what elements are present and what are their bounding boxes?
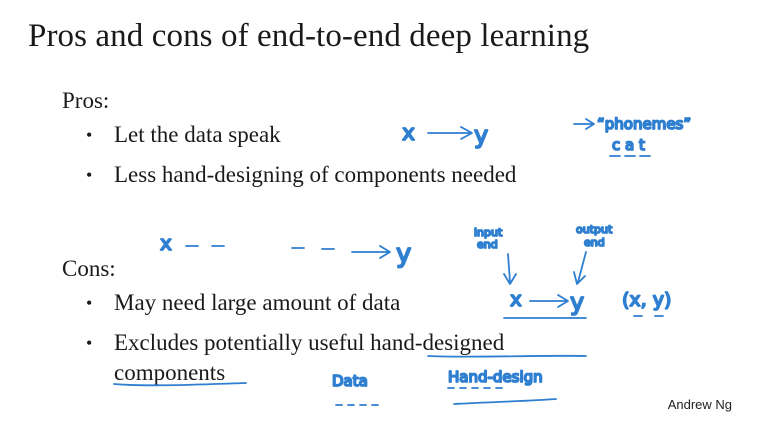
- pros-bullet-1-text: Let the data speak: [114, 122, 281, 147]
- annotation-cat: c a t: [612, 136, 645, 154]
- annotation-x-pros: x: [402, 121, 415, 146]
- pros-bullet-2-text: Less hand-designing of components needed: [114, 162, 517, 187]
- slide-title: Pros and cons of end-to-end deep learnin…: [28, 18, 590, 54]
- arrow-icon: [427, 126, 473, 140]
- pros-label: Pros:: [62, 88, 110, 113]
- arrow-icon: [529, 294, 569, 308]
- annotation-x-mid: x: [160, 231, 172, 255]
- annotation-x-cons: x: [510, 287, 522, 311]
- bullet-dot: •: [86, 165, 93, 185]
- arrow-icon: [503, 253, 517, 285]
- annotation-xy-pair: (x, y): [622, 289, 671, 311]
- annotation-y-cons: y: [570, 288, 584, 316]
- cons-bullet-2-text: Excludes potentially useful hand-designe…: [114, 330, 505, 355]
- annotation-output-label: output: [576, 223, 613, 236]
- author-credit: Andrew Ng: [667, 397, 732, 412]
- dashed-line: [185, 245, 335, 250]
- bullet-dot: •: [86, 125, 93, 145]
- annotation-input-label: input: [474, 226, 503, 239]
- cons-bullet-2-continuation: components: [114, 360, 226, 385]
- annotation-y-mid: y: [396, 239, 411, 269]
- bullet-dot: •: [86, 293, 93, 313]
- annotation-data: Data: [332, 372, 368, 390]
- arrow-icon: [573, 251, 587, 285]
- hand-design-underline: [453, 398, 557, 405]
- annotation-output-end: end: [584, 236, 605, 249]
- annotation-phonemes: “phonemes”: [597, 115, 691, 133]
- cons-label: Cons:: [62, 256, 116, 281]
- arrow-icon: [573, 118, 595, 130]
- bullet-dot: •: [86, 333, 93, 353]
- arrow-icon: [351, 245, 391, 259]
- annotation-y-pros: y: [474, 121, 488, 149]
- annotation-hand-design: Hand-design: [448, 368, 543, 386]
- cons-bullet-1-text: May need large amount of data: [114, 290, 401, 315]
- annotation-input-end: end: [477, 238, 498, 251]
